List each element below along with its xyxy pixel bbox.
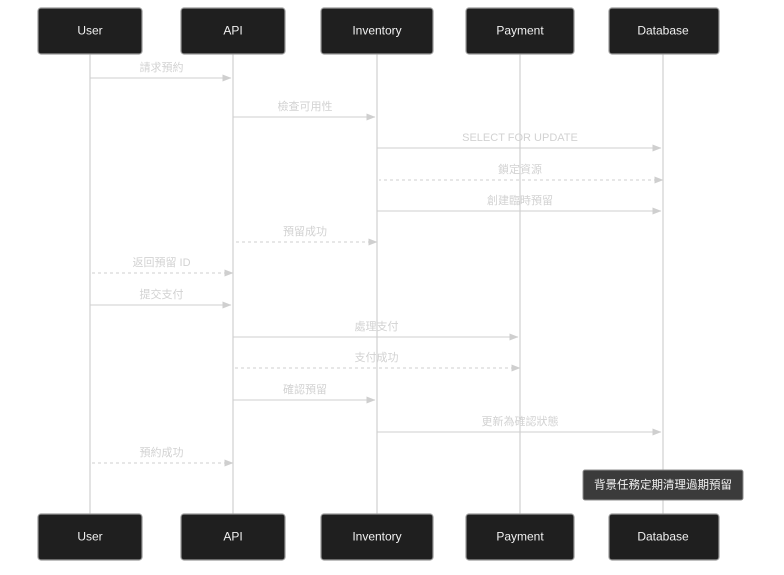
participant-api-top[interactable]: API <box>180 7 286 55</box>
message-2-api-to-inventory: 檢查可用性 <box>233 99 376 121</box>
message-label: 提交支付 <box>140 287 184 301</box>
participant-payment-top[interactable]: Payment <box>465 7 575 55</box>
message-4-database-to-inventory: 鎖定資源 <box>379 162 664 184</box>
message-label: SELECT FOR UPDATE <box>462 132 578 144</box>
participant-user-bottom[interactable]: User <box>37 513 143 561</box>
message-10-payment-to-api: 支付成功 <box>235 351 521 372</box>
participant-box-payment[interactable] <box>465 7 575 55</box>
participant-payment-bottom[interactable]: Payment <box>465 513 575 561</box>
note-box <box>582 469 744 501</box>
participant-api-bottom[interactable]: API <box>180 513 286 561</box>
message-label: 返回預留 ID <box>132 256 190 269</box>
participant-label-user: User <box>77 24 102 38</box>
message-label: 支付成功 <box>355 351 399 364</box>
participant-box-api[interactable] <box>180 7 286 55</box>
participant-box-inventory[interactable] <box>320 513 434 561</box>
participant-label-api: API <box>223 530 242 544</box>
message-5-inventory-to-database: 創建臨時預留 <box>377 193 662 215</box>
message-label: 預留成功 <box>283 225 327 238</box>
message-label: 預約成功 <box>140 445 184 459</box>
message-6-inventory-to-api: 預留成功 <box>235 225 378 246</box>
message-8-user-to-api: 提交支付 <box>90 287 232 309</box>
participant-label-user: User <box>77 530 102 544</box>
message-label: 鎖定資源 <box>498 162 542 176</box>
message-label: 請求預約 <box>140 60 184 74</box>
message-13-api-to-user: 預約成功 <box>92 445 234 467</box>
message-label: 檢查可用性 <box>278 99 333 113</box>
message-3-inventory-to-database: SELECT FOR UPDATE <box>377 132 662 152</box>
message-label: 更新為確認狀態 <box>482 414 559 428</box>
participant-box-api[interactable] <box>180 513 286 561</box>
participant-box-payment[interactable] <box>465 513 575 561</box>
participant-box-user[interactable] <box>37 7 143 55</box>
participant-box-user[interactable] <box>37 513 143 561</box>
actors-bottom-group: User API Inventory Payment Database <box>37 513 720 561</box>
message-7-api-to-user: 返回預留 ID <box>92 256 234 277</box>
actors-top-group: User API Inventory Payment Database <box>37 7 720 55</box>
participant-box-database[interactable] <box>608 7 720 55</box>
notes-group: 背景任務定期清理過期預留 <box>582 469 744 501</box>
message-label: 處理支付 <box>355 319 399 333</box>
participant-box-inventory[interactable] <box>320 7 434 55</box>
lifelines-group <box>89 54 664 514</box>
participant-database-bottom[interactable]: Database <box>608 513 720 561</box>
message-12-inventory-to-database: 更新為確認狀態 <box>377 414 662 436</box>
participant-user-top[interactable]: User <box>37 7 143 55</box>
note-text: 背景任務定期清理過期預留 <box>594 478 732 492</box>
participant-label-inventory: Inventory <box>352 530 401 544</box>
participant-label-inventory: Inventory <box>352 24 401 38</box>
participant-box-database[interactable] <box>608 513 720 561</box>
message-label: 創建臨時預留 <box>487 193 553 207</box>
message-11-api-to-inventory: 確認預留 <box>233 382 376 404</box>
message-1-user-to-api: 請求預約 <box>90 60 232 82</box>
participant-inventory-bottom[interactable]: Inventory <box>320 513 434 561</box>
participant-label-payment: Payment <box>496 530 544 544</box>
participant-label-payment: Payment <box>496 24 544 38</box>
message-label: 確認預留 <box>283 382 327 396</box>
note-cleanup-note: 背景任務定期清理過期預留 <box>582 469 744 501</box>
participant-inventory-top[interactable]: Inventory <box>320 7 434 55</box>
participant-database-top[interactable]: Database <box>608 7 720 55</box>
participant-label-database: Database <box>637 530 689 544</box>
message-9-api-to-payment: 處理支付 <box>233 319 519 341</box>
participant-label-database: Database <box>637 24 689 38</box>
participant-label-api: API <box>223 24 242 38</box>
